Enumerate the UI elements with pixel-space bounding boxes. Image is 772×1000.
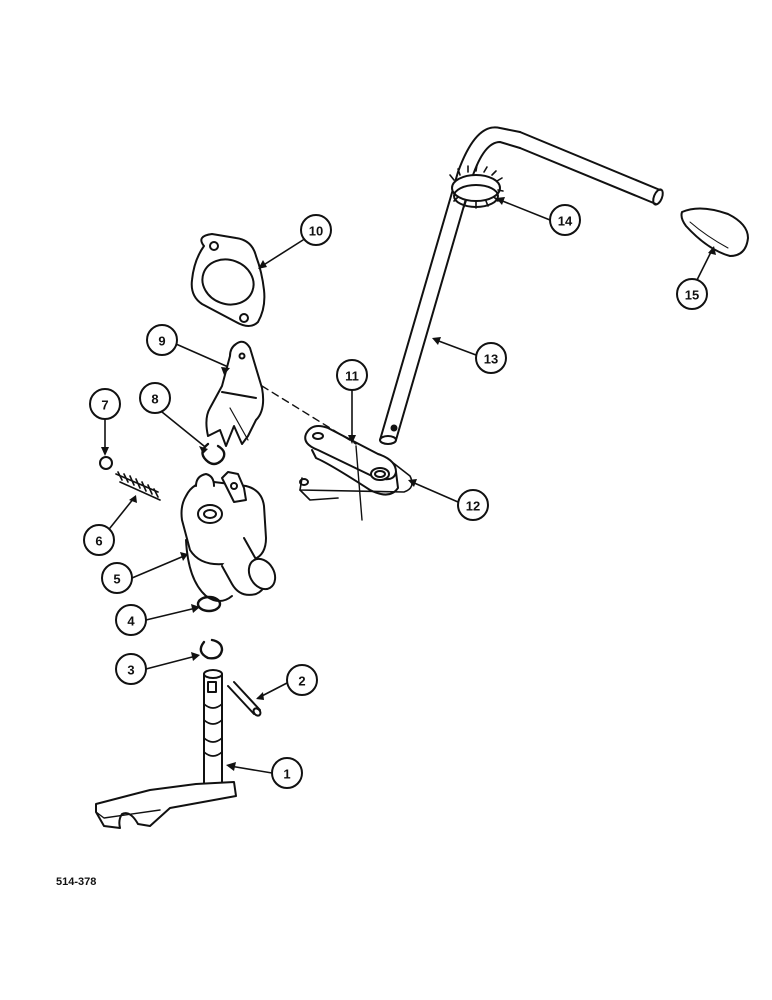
leader-5 [131, 555, 185, 579]
part-9-selector-fork [205, 340, 265, 447]
alignment-line-11 [355, 445, 363, 521]
callout-label-6: 6 [95, 534, 102, 549]
callout-circle-3 [115, 653, 147, 685]
part-15-knob [680, 207, 749, 257]
callout-circle-13 [475, 342, 507, 374]
callout-label-2: 2 [298, 674, 305, 689]
callout-label-9: 9 [158, 334, 165, 349]
callout-circle-9 [146, 324, 178, 356]
leader-4 [145, 607, 197, 621]
part-12-spring-clip [299, 461, 413, 501]
part-5-housing [180, 471, 277, 602]
callout-circle-11 [336, 359, 368, 391]
callout-circle-12 [457, 489, 489, 521]
part-7-ball [99, 456, 113, 470]
part-8-snap-ring [201, 442, 226, 466]
arrowheads [101, 197, 716, 771]
callout-circle-15 [676, 278, 708, 310]
callout-labels: 1 2 3 4 5 6 7 8 9 10 11 12 13 14 15 [95, 214, 699, 782]
callout-circle-14 [549, 204, 581, 236]
callout-circle-5 [101, 562, 133, 594]
callout-label-3: 3 [127, 663, 134, 678]
callout-label-7: 7 [101, 398, 108, 413]
part-14-toothed-collar [449, 164, 504, 209]
leader-8 [161, 411, 205, 447]
callout-label-8: 8 [151, 392, 158, 407]
leader-lines [104, 199, 713, 774]
callout-label-12: 12 [466, 499, 480, 514]
leader-10 [261, 239, 304, 267]
part-6-spring [115, 471, 161, 501]
callout-label-4: 4 [127, 614, 135, 629]
leader-1 [229, 765, 273, 774]
part-1-shaft [95, 669, 237, 829]
callout-circle-1 [271, 757, 303, 789]
callout-circle-7 [89, 388, 121, 420]
callout-circle-10 [300, 214, 332, 246]
leader-3 [145, 655, 197, 670]
callout-label-11: 11 [345, 369, 359, 384]
leader-15 [695, 249, 713, 283]
callout-label-15: 15 [685, 288, 699, 303]
leader-13 [435, 339, 477, 356]
leader-12 [411, 481, 459, 503]
callout-circles [83, 204, 708, 789]
callout-label-5: 5 [113, 572, 120, 587]
part-3-snap-ring [199, 638, 224, 660]
callout-label-13: 13 [484, 352, 498, 367]
callout-circle-8 [139, 382, 171, 414]
leader-6 [109, 497, 135, 529]
leader-9 [175, 343, 227, 367]
part-13-shift-lever [379, 126, 664, 445]
callout-circle-2 [286, 664, 318, 696]
callout-label-1: 1 [283, 767, 290, 782]
callout-label-10: 10 [309, 224, 323, 239]
alignment-dashed-line [261, 385, 357, 445]
drawing-reference-number: 514-378 [56, 876, 96, 888]
leader-14 [499, 199, 551, 221]
part-4-o-ring [196, 595, 222, 613]
part-10-gasket [190, 233, 266, 327]
callout-circle-4 [115, 604, 147, 636]
part-2-pin [227, 681, 262, 717]
callout-label-14: 14 [558, 214, 573, 229]
callout-circle-6 [83, 524, 115, 556]
